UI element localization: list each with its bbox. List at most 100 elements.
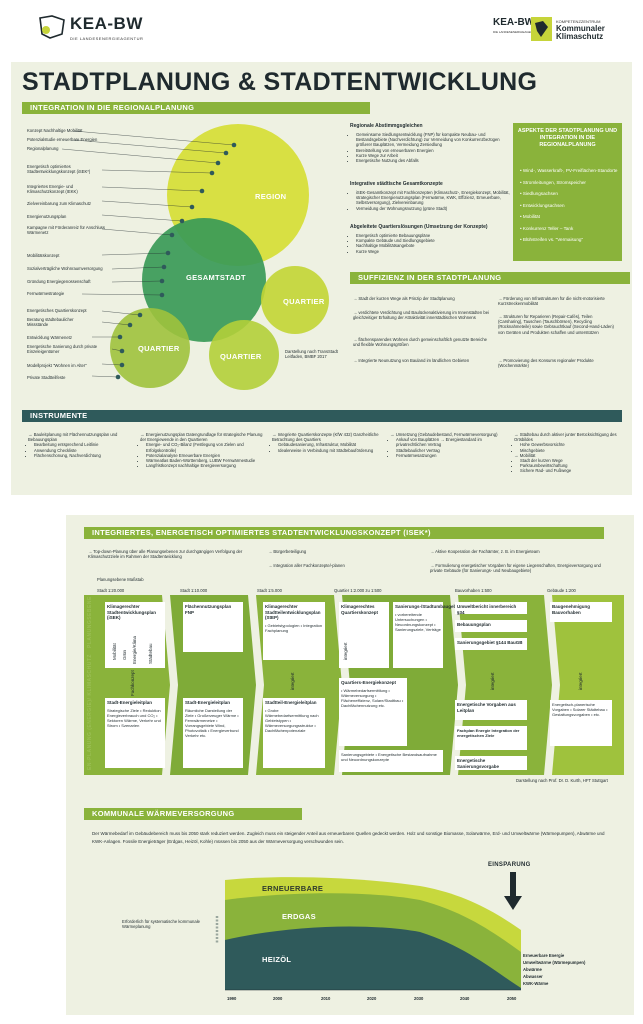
integrative-list: iSEK-Gesamtkonzept mit Fachkonzepten (Kl… [350,190,514,211]
stage-label: Stadt 1:5.000 [257,588,282,593]
instrument-item: Mischgebiete [520,448,626,453]
stage-label: Stadt 1:10.000 [180,588,208,593]
kea-brand-name: KEA-BW [70,14,143,33]
suffizienz-right-text: Promovierung des Konsums regionaler Prod… [498,358,594,369]
waerme-text: Der Wärmebedarf im Gebäudebereich muss b… [92,831,605,844]
label-kampagne: Kampagne mit Förderanreiz für Anschluss … [27,225,105,236]
col5-b1-box: Energetische Vorgaben aus Leitplan [455,700,527,720]
kea-brand-subtitle: DIE LANDESENERGIEAGENTUR [70,36,144,41]
isek-top-text: Top-down-Planung über alle Planungsebene… [88,549,243,560]
col3-bottom-title: Stadtteil-Energieleitplan [265,700,317,705]
col4-extra-box: Sanierungsgebiete • Energetische Bestand… [339,750,443,772]
col1-vert-b: Fachkonzept [130,670,135,696]
aspect-item: • Stromleitungen, Stromspeicher [520,179,586,185]
quartier-right-circle [261,266,329,334]
instrument-item: Energie- und CO₂-Bilanz (Festlegung von … [146,442,265,452]
einsparung-label: EINSPARUNG [488,862,531,868]
legend-item: Abwärme [523,967,542,972]
col4-bottom-title: Quartiers-Energiekonzept [341,680,397,685]
abgeleitete-list: Energetisch optimierte Bebauungspläne Ko… [350,233,514,254]
suffizienz-right-text: Förderung von Infrastrukturen für die ni… [498,296,605,307]
suffizienz-right-0: → Förderung von Infrastrukturen für die … [498,296,605,307]
label-konzept-mobilitaet: Konzept Nachhaltige Mobilität [27,128,83,133]
header: KEA-BW DIE LANDESENERGIEAGENTUR KEA-BW D… [0,0,643,58]
suffizienz-left-0: → Stadt der kurzen Wege als Prinzip der … [353,296,455,301]
layer-heizoel: HEIZÖL [262,955,292,964]
year-label: 2000 [273,996,283,1001]
col3-bottom-box: Stadtteil-Energieleitplan • Grobe Wärmeb… [263,698,325,768]
col6-vert: integriert [578,672,583,690]
suffizienz-left-3: → Integrierte Neunutzung von Bauland im … [353,358,470,363]
circle-label-quartier-bottom: QUARTIER [220,352,262,361]
instrument-item: Langfristkonzept nachhaltige Energievers… [146,463,265,468]
isek-top-4: → Formulierung energetischer Vorgaben fü… [430,563,601,574]
regional-item: Bereitstellung von erneuerbaren Energien [356,148,514,153]
label-zielvereinbarung: Zielvereinbarung zum Klimaschutz [27,201,92,206]
col5-b3-text: Energetische Sanierungsvorgabe [457,758,500,769]
instrument-head: Integrierte Quartierskonzepte (KfW 432) … [272,432,379,443]
instrument-head-2: Mobilität [519,452,536,458]
kea2-brand-name: KEA-BW [493,17,535,28]
col5-item-1: Bebauungsplan [455,620,527,632]
section-bar-instrumente: INSTRUMENTE [22,410,622,422]
col5-b3-box: Energetische Sanierungsvorgabe [455,756,527,770]
instrument-col-4: → Städtebau durch aktiver junter Berücks… [514,432,626,474]
col3-bottom-text: • Grobe Wärmebedarfsermittlung nach Gebi… [265,707,319,733]
aspects-box [513,123,622,261]
integrative-item: Vermeidung der Wohnungsnutzung (grüne St… [356,206,514,211]
dotted-marker-icon [215,916,219,944]
regional-item: Kurze Wege zur Arbeit [356,153,514,158]
label-wohnraumversorgung: Sozialverträgliche Wohnraumversorgung [27,266,103,271]
aspect-item: • Entwicklungsachsen [520,202,565,208]
abgeleitete-item: Nachhaltige Mobilitätsangebote [356,243,514,248]
gesamtstadt-circle [142,218,266,342]
instrument-item: Fernwärmesatzungen [396,453,508,458]
isek-top-text: Aktive Kooperation der Fachämter, z. B. … [435,549,540,554]
col4-extra-text: Sanierungsgebiete • Energetische Bestand… [341,752,437,762]
col4-top-b-box: Sanierungs-/Stadtumbaugebiete • vorberei… [393,602,465,668]
masstab-label: Planungsebene Maßstab [97,577,144,582]
legend-item: Abwasser [523,974,543,979]
col5-item-0: Umweltbericht innerbereich §34 [455,602,527,615]
aspects-list: • Wind-, Wasserkraft-, PV-Freiflächen-St… [520,165,620,246]
stage-label: Bauvorhaben 1:500 [455,588,492,593]
waerme-legend: Erneuerbare Energie Umweltwärme (Wärmepu… [523,952,619,987]
label-quartierskonzept: Energetisches Quartierskonzept [27,308,87,313]
stage-label: Quartier 1:2.000 zu 1:500 [334,588,382,593]
instrument-head: Bauleitplanung mit Flächennutzungsplan u… [28,432,118,443]
instrument-col-2: → Integrierte Quartierskonzepte (KfW 432… [272,432,384,453]
circle-label-region: REGION [255,192,287,201]
col4-top-b-title: Sanierungs-/Stadtumbaugebiete [395,604,465,609]
col3-top-title: Klimagerechter Stadtteilentwicklungsplan… [265,604,321,620]
col2-bottom-title: Stadt-Energieleitplan [185,700,231,705]
circle-label-quartier-left: QUARTIER [138,344,180,353]
year-label: 2030 [414,996,424,1001]
col1-vert-3: Städtebau [148,643,153,664]
aspect-item-text: Siedlungsachsen [522,191,558,196]
label-waermenetz: Entwicklung Wärmenetz [27,335,72,340]
col6-b-text: Energetisch-planerische Vorgaben • Solar… [552,702,608,717]
col2-top-box: Flächennutzungsplan FNP [183,602,243,652]
aspect-item-text: Stromleitungen, Stromspeicher [522,179,586,185]
suffizienz-left-text: Stadt der kurzen Wege als Prinzip der St… [358,296,455,301]
col3-vert: integriert [290,672,295,690]
circle-label-gesamtstadt: GESAMTSTADT [186,273,246,282]
instrument-col-1: → Energienutzungsplan Datengrundlage für… [140,432,265,468]
col4-bottom-text: • Wärmebedarfsermittlung • Wärmeversorgu… [341,687,404,708]
year-label: 2050 [507,996,517,1001]
col5-b1-text: Energetische Vorgaben aus Leitplan [457,702,516,713]
section-bar-isek: INTEGRIERTES, ENERGETISCH OPTIMIERTES ST… [84,527,604,539]
col5-b2-text: Fachplan Energie Integration der energet… [457,728,520,738]
regional-item: Gemeinsame Siedlungsentwicklung (FNP) fü… [356,132,514,148]
instrument-item: Anwendung Checkliste [34,448,133,453]
isek-top-text: Formulierung energetischer Vorgaben für … [430,563,601,574]
isek-top-text: Integration aller Fachkonzepte/-planen [273,563,345,568]
col2-bottom-box: Stadt-Energieleitplan Räumliche Darstell… [183,698,243,768]
side-label-bottom: EN-PLANUNG (ENERGIE)/ KLIMASCHUTZ [87,654,93,770]
col1-vert-2: Energie/Klima [132,635,137,664]
col1-bottom-box: Stadt-Energieleitplan Strategische Ziele… [105,698,165,768]
label-sanierung: Energetische Sanierung durch private Ein… [27,344,98,355]
aspect-item-text: Konkurrenz Teller – Tank [522,225,574,231]
legend-item: Erneuerbare Energie [523,953,565,958]
instrument-item: Wärmeatlas Baden-Württemberg, LUBW Fernw… [146,458,265,463]
